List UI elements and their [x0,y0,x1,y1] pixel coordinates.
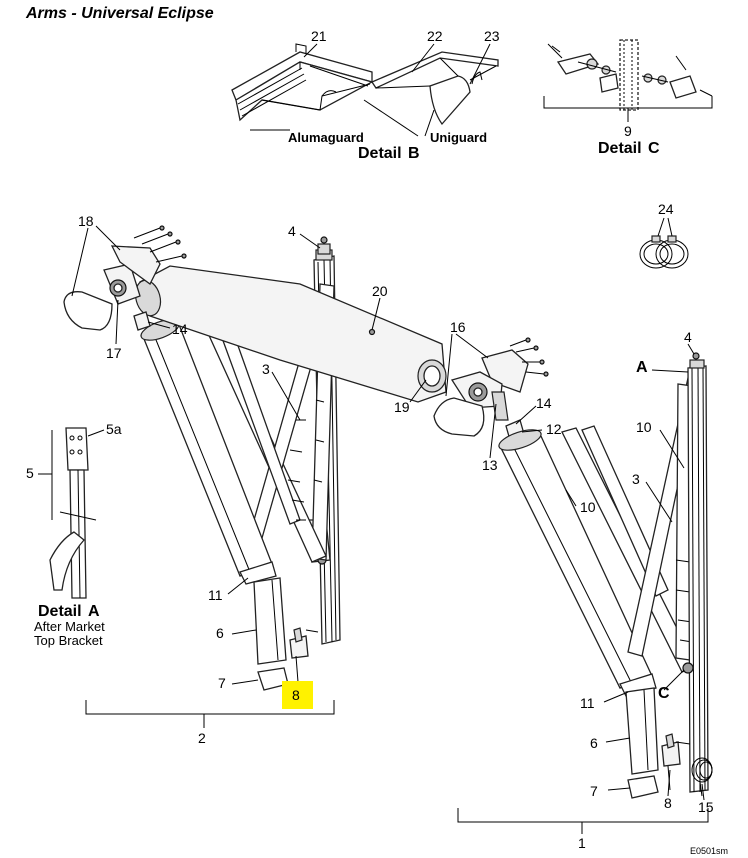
right-bottom-bracket [661,733,691,791]
left-arm-cover [253,577,287,665]
right-main-arm [498,429,657,697]
callout-11-right: 11 [580,695,595,711]
callout-7-right: 7 [590,783,598,799]
callout-16: 16 [450,319,466,335]
drawing-code: E0501sm [690,846,728,856]
callout-15: 15 [698,799,714,815]
callout-4-left: 4 [288,223,296,239]
callout-3-right: 3 [632,471,640,487]
right-leaders [409,333,709,834]
callout-10-right: 10 [580,499,596,515]
callout-8-left: 8 [292,687,300,703]
callout-14-left: 14 [172,321,188,337]
detail-a-bracket [49,427,105,599]
left-main-arm [140,319,277,585]
left-bottom-bracket [289,627,319,683]
callout-5: 5 [26,465,34,481]
callout-12: 12 [546,421,562,437]
after-market-label: After Market [34,619,105,634]
right-arm-cover [625,687,659,775]
detail-b-leaders [250,43,491,137]
coil-spring [691,757,713,797]
callout-7-left: 7 [218,675,226,691]
left-top-bracket [317,236,331,255]
callout-a-marker: A [636,359,648,376]
callout-24: 24 [658,201,674,217]
callout-22: 22 [427,28,443,44]
highlight-callout-8: 8 [282,681,313,709]
callout-c-marker: C [658,685,670,702]
detail-c-letter: C [648,140,660,157]
callout-4-right: 4 [684,329,692,345]
uniguard-guard [371,51,499,126]
detail-b-word: Detail [358,145,402,162]
callout-10-right-top: 10 [636,419,652,435]
callout-2: 2 [198,730,206,746]
callout-20: 20 [372,283,388,299]
right-end-cap [627,775,659,799]
left-leaders [71,225,381,728]
right-vertical-rail [682,352,709,793]
callout-6-right: 6 [590,735,598,751]
callout-18: 18 [78,213,94,229]
uniguard-label: Uniguard [430,130,487,145]
detail-a-word: Detail [38,603,82,620]
callout-21: 21 [311,28,327,44]
callout-3-left: 3 [262,361,270,377]
roller-tube [134,265,447,403]
detail-c-word: Detail [598,140,642,157]
right-end-assembly [433,337,549,441]
callout-23: 23 [484,28,500,44]
alumaguard-guard [231,43,374,122]
callout-5a: 5a [106,421,122,437]
callout-8-right: 8 [664,795,672,811]
detail-b-letter: B [408,145,420,162]
callout-6-left: 6 [216,625,224,641]
detail-c-hardware [543,39,713,122]
callout-19: 19 [394,399,410,415]
callout-11-left: 11 [208,587,223,603]
detail-a-letter: A [88,603,100,620]
hose-clamps [639,217,689,269]
callout-9: 9 [624,123,632,139]
callout-14-right: 14 [536,395,552,411]
callout-1: 1 [578,835,586,851]
top-bracket-label: Top Bracket [34,633,103,648]
callout-17: 17 [106,345,122,361]
page-title: Arms - Universal Eclipse [26,5,214,22]
callout-13: 13 [482,457,498,473]
left-end-assembly [63,225,187,331]
alumaguard-label: Alumaguard [288,130,364,145]
